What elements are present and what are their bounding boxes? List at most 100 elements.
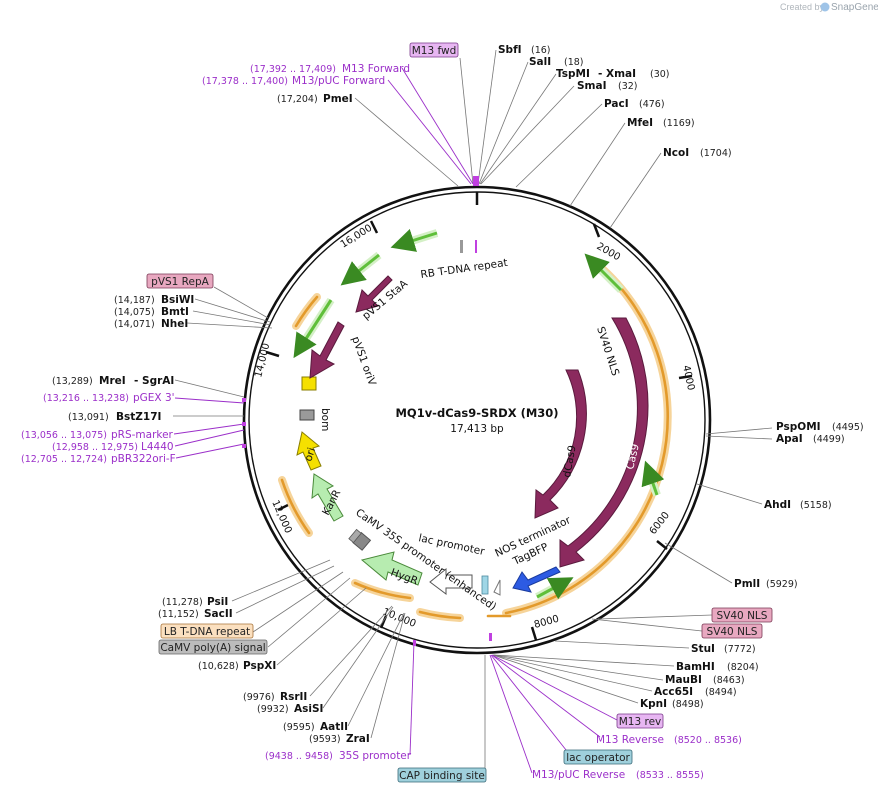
cas9-label: Cas9 (624, 443, 642, 471)
enzyme-bsiwi[interactable]: (14,187)BsiWI (114, 294, 194, 306)
m13-rev-label: M13 rev (619, 716, 662, 728)
enzyme-bmti[interactable]: (14,075)BmtI (114, 306, 189, 318)
camv-polya-label: CaMV poly(A) signal (160, 642, 265, 654)
m13-fwd-box[interactable] (409, 42, 459, 58)
primer-m13-reverse[interactable]: M13 Reverse (8520 .. 8536) (596, 734, 742, 746)
pvs1-staa-arrow[interactable] (355, 275, 393, 313)
kanr-arrow[interactable] (311, 473, 344, 522)
enzyme-stui[interactable]: StuI(7772) (691, 643, 756, 655)
svg-text:AatII: AatII (320, 721, 348, 733)
enzyme-maubi[interactable]: MauBI(8463) (665, 674, 745, 686)
credit-brand: SnapGene (831, 2, 878, 13)
lac-operator-box[interactable] (563, 749, 633, 765)
enzyme-tspmi-xmai[interactable]: TspMI- XmaI(30) (556, 68, 670, 80)
enzyme-nhei[interactable]: (14,071)NheI (114, 318, 188, 330)
enzyme-ncoi[interactable]: NcoI(1704) (663, 147, 732, 159)
tick-4000: 4000 (680, 364, 696, 391)
svg-text:PmeI: PmeI (323, 93, 353, 105)
enzyme-mfei[interactable]: MfeI(1169) (627, 117, 695, 129)
svg-text:(12,958 .. 12,975): (12,958 .. 12,975) (52, 442, 138, 453)
primer-prs-marker[interactable]: (13,056 .. 13,075)pRS-marker (21, 429, 174, 441)
enzyme-sbfi[interactable]: SbfI (16) (498, 44, 551, 56)
svg-text:pBR322ori-F: pBR322ori-F (111, 453, 176, 465)
enzyme-zrai[interactable]: (9593) ZraI (309, 733, 370, 745)
primer-m13-puc-forward[interactable]: (17,378 .. 17,400)M13/pUC Forward (202, 75, 385, 87)
hygr-arrow[interactable] (360, 551, 423, 586)
oriv-box[interactable] (301, 376, 317, 391)
enzyme-apai[interactable]: ApaI(4499) (776, 433, 845, 445)
enzyme-pspxi[interactable]: (10,628)PspXI (198, 660, 276, 672)
m13-rev-box[interactable] (616, 713, 664, 729)
enzyme-bamhi[interactable]: BamHI(8204) (676, 661, 759, 673)
enzyme-kpni[interactable]: KpnI (8498) (640, 698, 704, 710)
lac-promoter-arrow[interactable] (429, 567, 473, 595)
enzyme-mrei-sgrai[interactable]: (13,289)MreI- SgrAI (52, 375, 174, 387)
enzyme-rsrii[interactable]: (9976)RsrII (243, 691, 307, 703)
svg-text:pRS-marker: pRS-marker (111, 429, 174, 441)
enzyme-psii[interactable]: (11,278)PsiI (162, 596, 228, 608)
enzyme-pmei[interactable]: (17,204) PmeI (277, 93, 353, 105)
svg-text:NcoI: NcoI (663, 147, 689, 159)
svg-text:(5158): (5158) (800, 500, 832, 511)
ori-label: ori (302, 446, 318, 463)
sv40-nls-box-1[interactable] (711, 607, 773, 623)
svg-text:(17,204): (17,204) (277, 94, 318, 105)
svg-text:(476): (476) (639, 99, 665, 110)
primer-35s-promoter[interactable]: (9438 .. 9458)35S promoter (265, 750, 412, 762)
svg-text:KpnI: KpnI (640, 698, 667, 710)
svg-text:PspXI: PspXI (243, 660, 276, 672)
pvs1-repa-box[interactable] (146, 273, 214, 289)
primer-m13-puc-reverse[interactable]: M13/pUC Reverse(8533 .. 8555) (532, 769, 704, 781)
sv40-nls-box-2-label: SV40 NLS (707, 626, 758, 638)
lb-tdna-repeat-box[interactable] (160, 623, 254, 639)
svg-text:(8520 .. 8536): (8520 .. 8536) (674, 735, 742, 746)
top-leaders (354, 49, 662, 229)
enzyme-pmli[interactable]: PmlI(5929) (734, 578, 798, 590)
plasmid-name: MQ1v-dCas9-SRDX (M30) (395, 406, 558, 420)
enzyme-asisi[interactable]: (9932)AsiSI (257, 703, 323, 715)
ori-arrow[interactable] (296, 431, 322, 471)
tick-2000: 2000 (595, 241, 623, 263)
svg-text:(9593): (9593) (309, 734, 341, 745)
svg-text:(8498): (8498) (672, 699, 704, 710)
cas9-arrow[interactable] (559, 317, 649, 568)
svg-text:(12,705 .. 12,724): (12,705 .. 12,724) (21, 454, 107, 465)
svg-text:M13 Reverse: M13 Reverse (596, 734, 664, 746)
enzyme-sali[interactable]: SalI(18) (529, 56, 584, 68)
bom-box[interactable] (299, 409, 315, 421)
bom-label: bom (319, 408, 331, 431)
svg-text:SbfI: SbfI (498, 44, 522, 56)
svg-text:(13,216 .. 13,238): (13,216 .. 13,238) (43, 393, 129, 404)
enzyme-bstz17i[interactable]: (13,091)BstZ17I (68, 411, 161, 423)
svg-text:(7772): (7772) (724, 644, 756, 655)
primer-pgex-3[interactable]: (13,216 .. 13,238)pGEX 3' (43, 392, 175, 404)
svg-text:(1169): (1169) (663, 118, 695, 129)
enzyme-sacii[interactable]: (11,152)SacII (158, 608, 233, 620)
enzyme-aatii[interactable]: (9595)AatII (283, 721, 348, 733)
nos-terminator-arrow[interactable] (493, 579, 501, 596)
cap-binding-site-box[interactable] (397, 767, 487, 783)
svg-text:AhdI: AhdI (764, 499, 791, 511)
svg-text:L4440: L4440 (141, 441, 174, 453)
svg-text:ZraI: ZraI (346, 733, 370, 745)
svg-text:BstZ17I: BstZ17I (116, 411, 161, 423)
enzyme-paci[interactable]: PacI(476) (604, 98, 665, 110)
svg-text:- SgrAI: - SgrAI (134, 375, 174, 387)
dcas9-arrow[interactable] (534, 369, 587, 519)
svg-text:35S promoter: 35S promoter (339, 750, 412, 762)
primer-l4440[interactable]: (12,958 .. 12,975)L4440 (52, 441, 174, 453)
enzyme-ahdi[interactable]: AhdI (5158) (764, 499, 832, 511)
tick-6000: 6000 (648, 510, 672, 537)
camv-polya-box[interactable] (158, 639, 268, 655)
tagbfp-arrow[interactable] (512, 566, 561, 593)
svg-text:(16): (16) (531, 45, 551, 56)
enzyme-acc65i[interactable]: Acc65I(8494) (654, 686, 737, 698)
svg-text:M13/pUC Forward: M13/pUC Forward (292, 75, 385, 87)
pvs1-oriv-arrow[interactable] (309, 321, 345, 379)
primer-pbr322ori-f[interactable]: (12,705 .. 12,724) pBR322ori-F (21, 453, 176, 465)
enzyme-pspomi[interactable]: PspOMI(4495) (776, 421, 864, 433)
primer-m13-forward[interactable]: (17,392 .. 17,409)M13 Forward (250, 63, 410, 75)
sv40-nls-box-2[interactable] (701, 623, 763, 639)
enzyme-smai[interactable]: SmaI(32) (577, 80, 638, 92)
credit-prefix: Created by (780, 2, 825, 12)
